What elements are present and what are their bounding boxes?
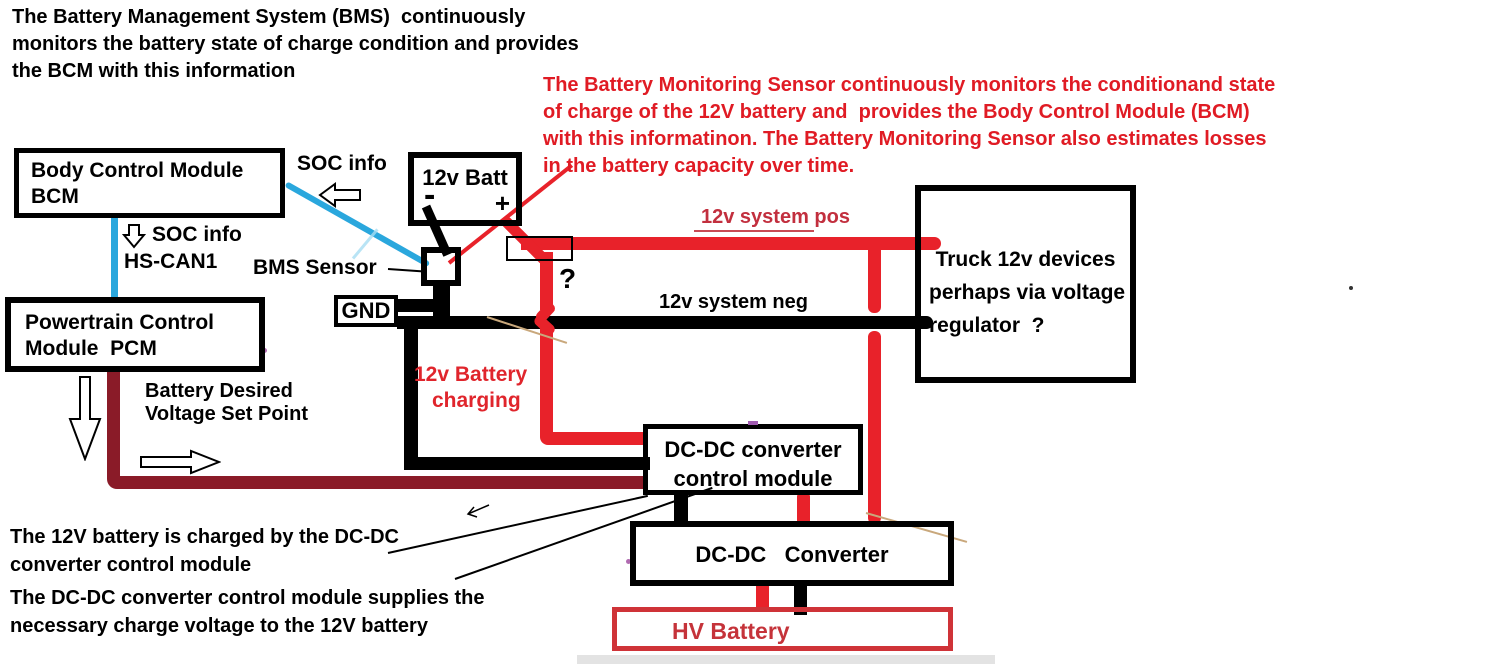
charged-note: The 12V battery is charged by the DC-DC … (10, 523, 399, 579)
pcm-box-label: Module PCM (25, 337, 157, 360)
dcdc-control-module-label: control module (673, 466, 833, 491)
charged-note-line: converter control module (10, 554, 252, 576)
truck-devices-label: Truck 12v devices (935, 248, 1116, 271)
wire-setpoint-horizontal (107, 476, 648, 489)
battery-plus-terminal: + (494, 188, 510, 218)
wire-setpoint-vertical (107, 370, 120, 485)
pcm-box-label: Powertrain Control (25, 311, 215, 334)
dcdc-control-module-box: DC-DC converter control module (643, 424, 863, 495)
wire-12v-system-pos (521, 237, 941, 250)
bcm-box-label: BCM (31, 185, 79, 208)
system-neg-label: 12v system neg (659, 291, 808, 313)
small-arrow-scribble-icon (466, 504, 490, 518)
supplies-note-line: necessary charge voltage to the 12V batt… (10, 615, 428, 637)
wire-12v-system-neg (397, 316, 933, 329)
bottom-gray-strip (577, 655, 995, 664)
wire-control-module-pos-stub (797, 491, 810, 525)
wire-charging-v1 (540, 252, 553, 310)
dcdc-control-module-label: DC-DC converter (664, 437, 842, 462)
truck-devices-label: perhaps via voltage (929, 281, 1126, 304)
scribble-lightblue (351, 228, 379, 260)
wire-gnd-vertical (404, 322, 418, 466)
charging-line: charging (432, 389, 521, 412)
bm-sensor-note-line: in the battery capacity over time. (543, 155, 855, 177)
wire-converter-pos-stub (756, 583, 769, 611)
battery-desired-line: Voltage Set Point (145, 403, 308, 425)
down-arrow-small-icon (122, 224, 146, 249)
left-arrow-icon (318, 182, 361, 208)
truck-devices-label: regulator ? (929, 314, 1045, 337)
supplies-note-line: The DC-DC converter control module suppl… (10, 587, 485, 609)
hs-can1-label: HS-CAN1 (124, 250, 218, 273)
pcm-box: Powertrain Control Module PCM (5, 297, 265, 372)
bcm-box: Body Control Module BCM (14, 148, 285, 218)
bm-sensor-note-line: The Battery Monitoring Sensor continuous… (543, 74, 1276, 96)
right-arrow-icon (140, 449, 221, 475)
dcdc-converter-label: DC-DC Converter (695, 542, 889, 567)
system-pos-label: 12v system pos (701, 206, 850, 228)
wire-neg-to-control-module (404, 457, 650, 470)
bm-sensor-note-line: with this informatinon. The Battery Moni… (543, 128, 1267, 150)
pos-label-underline (694, 230, 814, 232)
charged-note-line: The 12V battery is charged by the DC-DC (10, 526, 399, 548)
wire-can-bcm-pcm (111, 218, 118, 299)
mark-purple-dash (748, 421, 758, 425)
down-arrow-long-icon (68, 376, 102, 461)
small-callout-rect (506, 236, 573, 261)
wire-pos-branch-lower (868, 331, 881, 524)
battery-desired-label: Battery Desired Voltage Set Point (145, 380, 308, 426)
gnd-box: GND (334, 295, 398, 327)
gnd-label: GND (341, 298, 391, 323)
bm-sensor-note: The Battery Monitoring Sensor continuous… (543, 72, 1275, 180)
mark-purple-dot-2 (626, 559, 631, 564)
battery-12v-box: 12v Batt - + (408, 152, 522, 226)
battery-minus-terminal: - (424, 176, 436, 214)
mark-black-dot (1349, 286, 1353, 290)
bms-sensor-box (421, 247, 461, 286)
hv-battery-label: HV Battery (672, 618, 790, 644)
soc-info-down-label: SOC info (152, 223, 242, 246)
battery-desired-line: Battery Desired (145, 380, 293, 402)
charging-label: 12v Battery charging (414, 362, 527, 414)
question-mark-label: ? (559, 263, 577, 294)
bms-note-line: monitors the battery state of charge con… (12, 33, 579, 55)
dcdc-converter-box: DC-DC Converter (630, 521, 954, 586)
bms-note: The Battery Management System (BMS) cont… (12, 4, 579, 85)
battery-12v-label: 12v Batt (422, 165, 508, 190)
bms-note-line: The Battery Management System (BMS) cont… (12, 6, 526, 28)
bms-sensor-label: BMS Sensor (253, 256, 377, 279)
hv-battery-box: HV Battery (612, 607, 953, 651)
wire-gnd-step (396, 299, 442, 312)
wire-pos-branch-upper (868, 243, 881, 313)
wire-charging-v2 (540, 327, 553, 441)
bms-note-line: the BCM with this information (12, 60, 296, 82)
charging-line: 12v Battery (414, 363, 528, 386)
wire-charging-h (540, 432, 647, 445)
supplies-note: The DC-DC converter control module suppl… (10, 584, 485, 640)
soc-info-right-label: SOC info (297, 152, 387, 175)
truck-devices-box: Truck 12v devices perhaps via voltage re… (915, 185, 1136, 383)
bm-sensor-note-line: of charge of the 12V battery and provide… (543, 101, 1250, 123)
bcm-box-label: Body Control Module (31, 159, 244, 182)
